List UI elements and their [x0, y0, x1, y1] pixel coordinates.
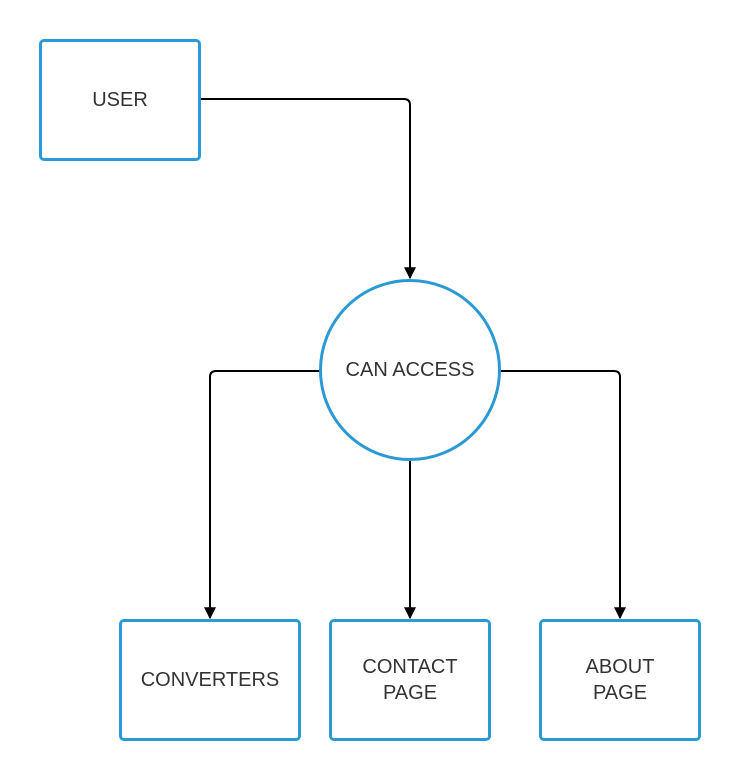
node-user-label: USER: [92, 89, 148, 111]
edge-can-access-to-about-page: [500, 370, 626, 620]
edge-can-access-to-converters: [204, 370, 320, 620]
node-user[interactable]: USER: [39, 39, 201, 161]
node-about-page-label: ABOUT PAGE: [585, 656, 655, 704]
node-contact-page[interactable]: CONTACT PAGE: [329, 619, 491, 741]
node-can-access-label: CAN ACCESS: [345, 359, 475, 381]
node-about-page[interactable]: ABOUT PAGE: [539, 619, 701, 741]
node-can-access[interactable]: CAN ACCESS: [319, 279, 501, 461]
node-converters-label: CONVERTERS: [140, 669, 280, 691]
edge-user-to-can-access: [201, 98, 416, 280]
node-contact-page-label: CONTACT PAGE: [362, 656, 458, 704]
node-converters[interactable]: CONVERTERS: [119, 619, 301, 741]
